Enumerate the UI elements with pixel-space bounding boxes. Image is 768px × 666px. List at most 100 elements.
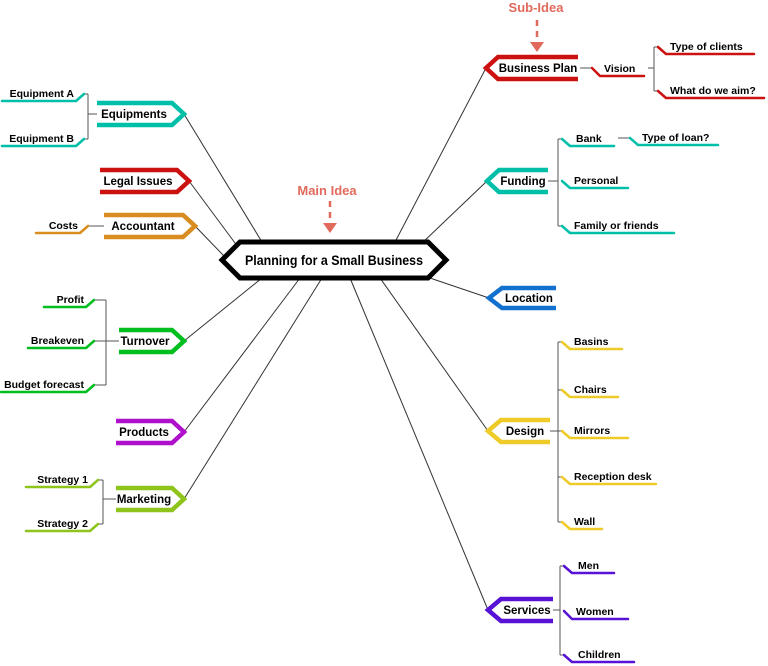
subtopic-line-basins <box>560 340 624 351</box>
branch-equipments: Equipment A Equipment B Equipments <box>0 88 188 148</box>
bracket-marketing <box>98 479 116 525</box>
subtopic-line-bank <box>560 137 616 148</box>
connector-funding <box>419 180 488 246</box>
subtopic-line-what-do-we-aim <box>656 89 766 100</box>
annotation-main-idea: Main Idea <box>297 183 357 233</box>
topic-shape-accountant[interactable] <box>104 212 199 240</box>
topic-label-funding[interactable]: Funding <box>500 176 545 188</box>
bracket-funding <box>548 137 630 227</box>
subtopic-label-mirrors[interactable]: Mirrors <box>574 425 610 437</box>
topic-shape-funding[interactable] <box>483 167 548 195</box>
subtopic-label-reception-desk[interactable]: Reception desk <box>574 471 652 483</box>
subtopic-line-profit <box>42 298 96 309</box>
main-idea-label[interactable]: Main Idea <box>297 183 357 198</box>
subtopic-label-women[interactable]: Women <box>576 606 614 618</box>
subtopic-line-women <box>562 609 630 621</box>
connector-business-plan <box>394 67 487 243</box>
subtopic-label-budget-forecast[interactable]: Budget forecast <box>4 379 84 391</box>
connector-services <box>349 277 489 611</box>
subtopic-label-equipment-b[interactable]: Equipment B <box>9 133 74 145</box>
topic-shape-marketing[interactable] <box>116 485 188 513</box>
subtopic-label-type-of-loan[interactable]: Type of loan? <box>642 132 709 144</box>
branch-marketing: Strategy 1 Strategy 2 Marketing <box>24 474 188 533</box>
central-topic: Planning for a Small Business <box>218 239 450 281</box>
subtopic-label-costs[interactable]: Costs <box>49 220 78 232</box>
connector-marketing <box>183 277 323 500</box>
subtopic-line-men <box>562 564 616 575</box>
topic-label-products[interactable]: Products <box>119 427 169 439</box>
subtopic-label-chairs[interactable]: Chairs <box>574 384 607 396</box>
subtopic-label-type-of-clients[interactable]: Type of clients <box>670 41 743 53</box>
subtopic-line-children <box>562 653 636 664</box>
connector-turnover <box>183 277 263 342</box>
subtopic-label-equipment-a[interactable]: Equipment A <box>10 88 75 100</box>
sub-idea-label[interactable]: Sub-Idea <box>509 0 565 15</box>
subtopic-line-reception-desk <box>560 475 658 486</box>
subtopic-line-personal <box>560 179 630 190</box>
connector-legal-issues <box>188 180 239 248</box>
connector-equipments <box>183 113 263 243</box>
connector-location <box>423 275 490 299</box>
subtopic-label-bank[interactable]: Bank <box>576 133 602 145</box>
bracket-design <box>550 341 562 523</box>
bracket-vision <box>648 46 658 92</box>
topic-shape-legal-issues[interactable] <box>100 167 193 195</box>
topic-label-accountant[interactable]: Accountant <box>111 221 174 233</box>
connector-products <box>183 277 301 433</box>
central-topic-label[interactable]: Planning for a Small Business <box>245 253 423 268</box>
topic-shape-equipments[interactable] <box>97 100 188 128</box>
subtopic-label-men[interactable]: Men <box>578 560 599 572</box>
topic-shape-products[interactable] <box>116 418 188 446</box>
topic-shape-business-plan[interactable] <box>482 54 578 82</box>
subtopic-line-breakeven <box>26 339 96 350</box>
topic-shape-turnover[interactable] <box>119 327 188 355</box>
subtopic-label-personal[interactable]: Personal <box>574 175 618 187</box>
branch-funding: Bank Type of loan? Personal Family or fr… <box>483 132 720 235</box>
subtopic-label-basins[interactable]: Basins <box>574 336 609 348</box>
subtopic-line-strategy-2 <box>24 522 100 533</box>
topic-label-business-plan[interactable]: Business Plan <box>499 63 578 75</box>
subtopic-line-equipment-a <box>0 92 86 103</box>
connector-lines <box>183 67 490 611</box>
subtopic-label-strategy-1[interactable]: Strategy 1 <box>37 474 88 486</box>
topic-label-location[interactable]: Location <box>505 293 553 305</box>
branch-location: Location <box>485 285 556 311</box>
subtopic-line-equipment-b <box>0 137 86 148</box>
subtopic-label-vision[interactable]: Vision <box>604 63 635 75</box>
bracket-services <box>553 565 564 656</box>
annotation-sub-idea: Sub-Idea <box>509 0 565 52</box>
branch-design: Basins Chairs Mirrors Reception desk Wal… <box>484 336 658 531</box>
topic-label-services[interactable]: Services <box>503 605 550 617</box>
subtopic-line-chairs <box>560 388 620 399</box>
branch-products: Products <box>116 418 188 446</box>
subtopic-label-strategy-2[interactable]: Strategy 2 <box>37 518 88 530</box>
topic-shape-location[interactable] <box>485 285 556 311</box>
topic-label-turnover[interactable]: Turnover <box>121 336 171 348</box>
branch-business-plan: Vision Type of clients What do we aim? B… <box>482 41 766 100</box>
central-topic-shape[interactable] <box>218 239 450 281</box>
subtopic-line-costs <box>34 224 90 235</box>
topic-label-design[interactable]: Design <box>506 426 544 438</box>
subtopic-line-family-or-friends <box>560 224 676 235</box>
subtopic-line-strategy-1 <box>24 478 100 489</box>
topic-label-legal-issues[interactable]: Legal Issues <box>103 176 172 188</box>
subtopic-label-profit[interactable]: Profit <box>57 294 85 306</box>
subtopic-label-what-do-we-aim[interactable]: What do we aim? <box>670 85 756 97</box>
subtopic-label-family-or-friends[interactable]: Family or friends <box>574 220 659 232</box>
main-idea-arrowhead-icon <box>323 223 337 233</box>
topic-label-equipments[interactable]: Equipments <box>101 109 167 121</box>
subtopic-label-breakeven[interactable]: Breakeven <box>31 335 84 347</box>
subtopic-line-budget-forecast <box>0 383 96 394</box>
branch-services: Men Women Children Services <box>484 560 636 664</box>
bracket-turnover <box>94 299 119 386</box>
topic-shape-services[interactable] <box>484 596 553 624</box>
subtopic-label-wall[interactable]: Wall <box>574 516 595 528</box>
sub-idea-arrowhead-icon <box>530 42 544 52</box>
subtopic-line-type-of-clients <box>656 45 756 56</box>
topic-label-marketing[interactable]: Marketing <box>117 494 171 506</box>
topic-shape-design[interactable] <box>484 417 550 445</box>
branch-accountant: Costs Accountant <box>34 212 199 240</box>
subtopic-line-wall <box>560 520 604 531</box>
subtopic-label-children[interactable]: Children <box>578 649 621 661</box>
